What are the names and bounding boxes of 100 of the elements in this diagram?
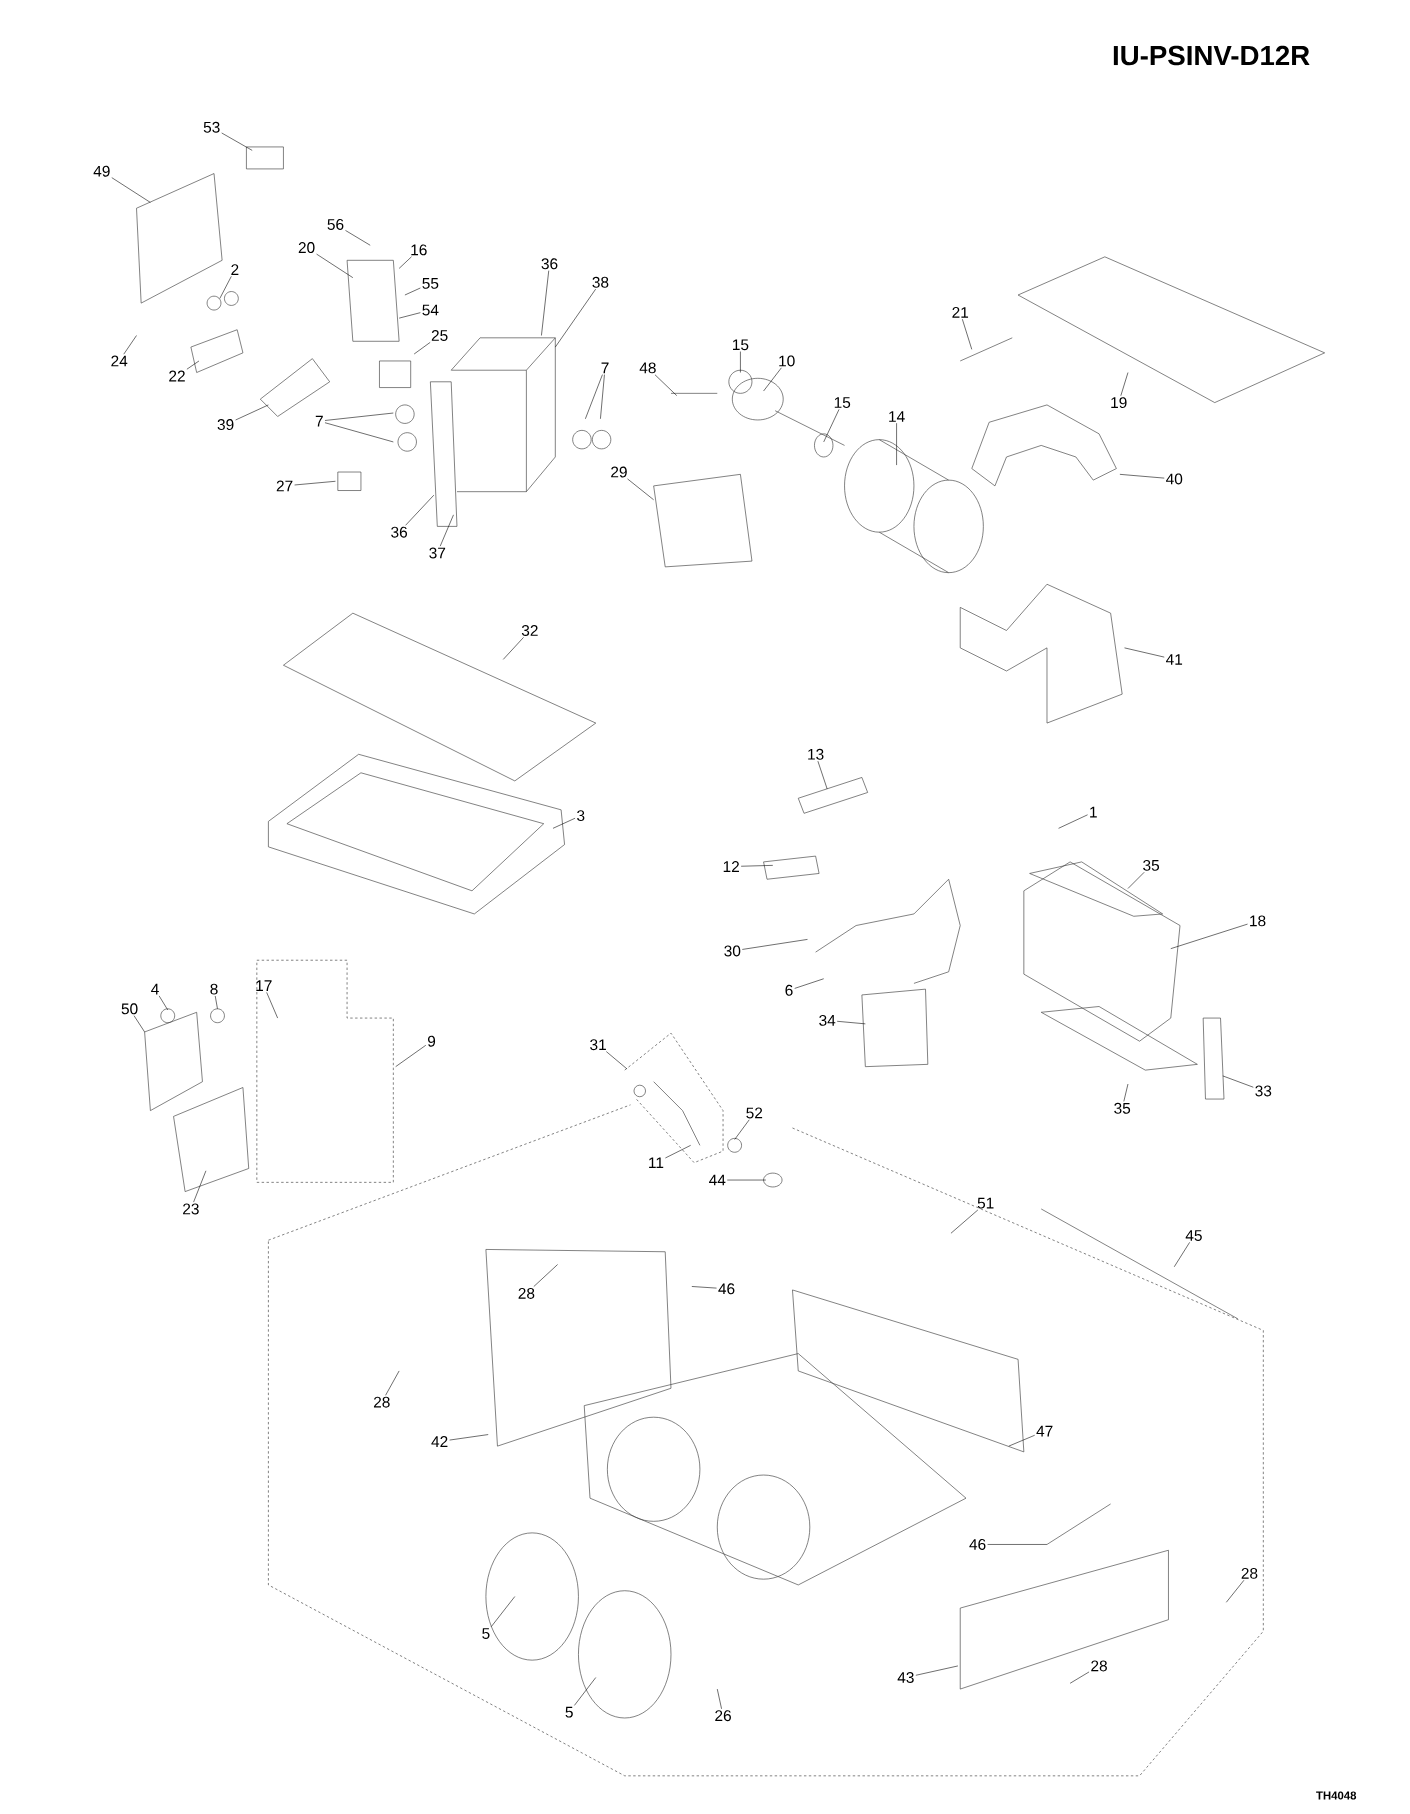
callout-number: 8 [210,983,218,995]
leader-line [404,287,421,296]
callout-number: 7 [315,415,323,427]
leader-line [1170,923,1248,949]
callout-number: 28 [1241,1567,1258,1579]
leader-line [123,335,137,355]
callout-number: 26 [715,1710,731,1722]
leader-line [266,992,278,1019]
leader-line [316,253,354,278]
callout-number: 47 [1036,1425,1053,1437]
leader-line [1120,372,1129,397]
callout-number: 19 [1111,397,1127,409]
callout-number: 41 [1165,654,1182,665]
callout-number: 28 [373,1396,390,1408]
leader-line [1127,871,1145,889]
callout-number: 48 [639,362,656,374]
callout-number: 21 [952,306,968,318]
leader-line [1123,1083,1129,1102]
callout-number: 16 [411,244,427,256]
callout-number: 7 [601,362,609,374]
leader-line [502,637,524,660]
callout-number: 2 [231,264,239,275]
leader-line [398,312,421,319]
callout-number: 55 [422,278,439,289]
callout-number: 36 [391,526,407,538]
callout-number: 39 [217,419,234,431]
leader-line [533,1264,558,1287]
callout-number: 9 [427,1035,435,1047]
leader-line [1124,647,1165,658]
leader-line [449,1434,489,1441]
callout-number: 34 [819,1014,836,1026]
callout-number: 53 [203,121,220,133]
leader-line [133,1015,145,1033]
leader-line [1069,1671,1090,1684]
callout-number: 52 [746,1107,762,1119]
callout-number: 50 [121,1003,138,1015]
callout-number: 46 [969,1539,986,1550]
callout-number: 51 [977,1197,994,1209]
leader-line [405,494,434,526]
leader-line [740,351,741,373]
callout-number: 40 [1165,473,1183,485]
callout-number: 35 [1114,1102,1130,1114]
leader-line [158,995,168,1011]
callout-number: 28 [1091,1660,1107,1672]
callout-number: 42 [431,1436,448,1447]
leader-line [817,760,828,790]
callout-number: 12 [723,861,739,872]
leader-line [186,360,200,370]
callout-number: 32 [521,625,538,636]
leader-line [600,374,605,420]
leader-line [193,1170,207,1203]
leader-line [763,367,782,392]
leader-line [836,1021,866,1025]
callout-number: 23 [182,1203,199,1215]
leader-line [654,374,677,396]
leader-line [1222,1075,1254,1088]
title: IU-PSINV-D12R [1113,45,1310,66]
callout-number: 45 [1185,1230,1202,1241]
callout-number: 17 [256,980,272,991]
callout-number: 36 [541,258,558,270]
leader-line [961,318,972,350]
leader-line [574,1677,596,1706]
leader-line [823,409,840,443]
callout-number: 35 [1143,859,1159,871]
drawing-code: TH4048 [1316,1791,1356,1800]
callout-number: 20 [298,242,315,254]
callout-number: 15 [732,339,749,351]
callout-number: 3 [576,810,585,822]
leader-line [987,1544,1048,1545]
callout-number: 5 [565,1706,573,1718]
callout-number: 5 [482,1628,490,1639]
leader-line [541,270,549,336]
leader-line [490,1596,515,1628]
leader-line [324,412,394,421]
leader-line [741,939,808,950]
leader-line [1225,1579,1245,1603]
leader-line [691,1286,717,1289]
leader-line [398,256,412,269]
leader-line [439,514,454,547]
leader-line [1008,1434,1035,1447]
callout-number: 15 [834,397,851,408]
callout-number: 38 [592,276,609,288]
leader-line [664,1145,691,1159]
callout-number: 22 [169,370,185,382]
leader-line [585,374,603,420]
leader-line [726,1179,767,1181]
leader-line [111,177,151,203]
leader-line [1119,474,1165,479]
leader-line [294,481,336,486]
callout-number: 31 [590,1039,606,1051]
leader-line [413,342,431,355]
callout-number: 1 [1090,806,1097,818]
callout-number: 30 [724,945,741,957]
callout-number: 43 [897,1672,914,1683]
callout-number: 44 [708,1174,726,1186]
leader-line [740,865,773,867]
leader-line [345,230,371,246]
leader-line [214,995,218,1010]
callout-number: 33 [1255,1085,1272,1097]
callout-number: 6 [785,984,793,996]
